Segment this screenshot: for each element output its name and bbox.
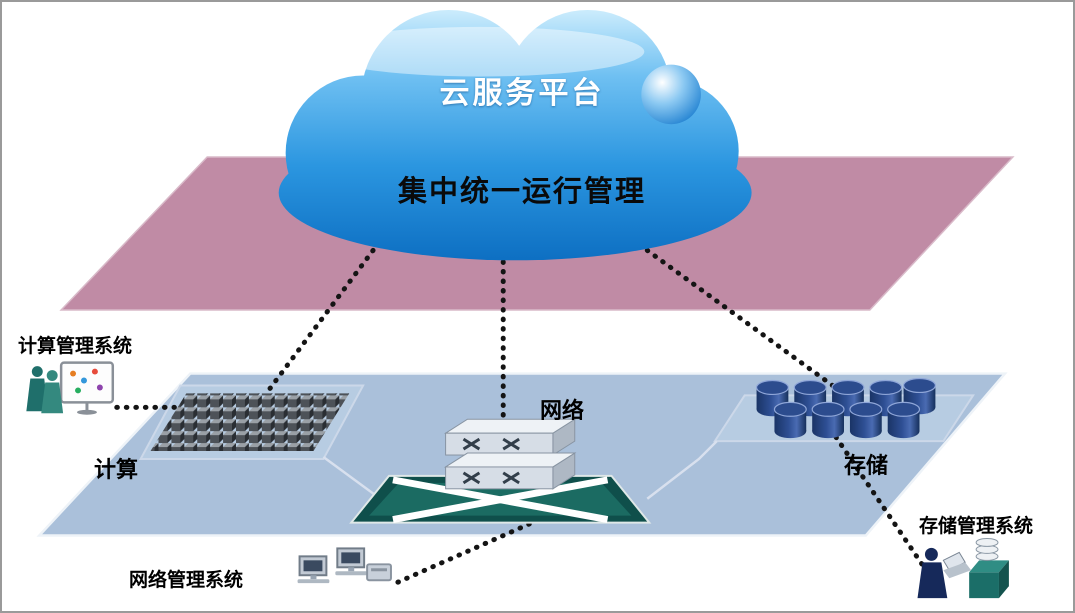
link-storagemgr-storage	[833, 434, 930, 575]
link-networkmgr-network	[395, 514, 549, 585]
link-cloud-compute	[262, 247, 376, 398]
crossbar-platform-icon	[349, 474, 652, 524]
storage-zone-label: 存储	[844, 454, 889, 479]
compute-manager-label: 计算管理系统	[18, 335, 133, 357]
cloud-subtitle: 集中统一运行管理	[397, 174, 646, 208]
operator-with-disks-icon	[917, 537, 1009, 599]
dotted-links	[114, 247, 930, 585]
cloud-gloss-bubble	[641, 64, 701, 125]
workstations-icon	[297, 547, 392, 584]
network-manager-label: 网络管理系统	[129, 569, 244, 591]
cloud-shape	[278, 9, 752, 261]
link-cloud-storage	[644, 247, 841, 392]
switch-stack-icon	[444, 417, 577, 491]
compute-zone-label: 计算	[94, 458, 139, 483]
network-zone-label: 网络	[540, 399, 585, 424]
people-at-display-icon	[26, 361, 115, 415]
storage-manager-label: 存储管理系统	[919, 515, 1034, 537]
server-cube-array-icon	[150, 393, 350, 452]
cloud-title: 云服务平台	[439, 76, 605, 111]
